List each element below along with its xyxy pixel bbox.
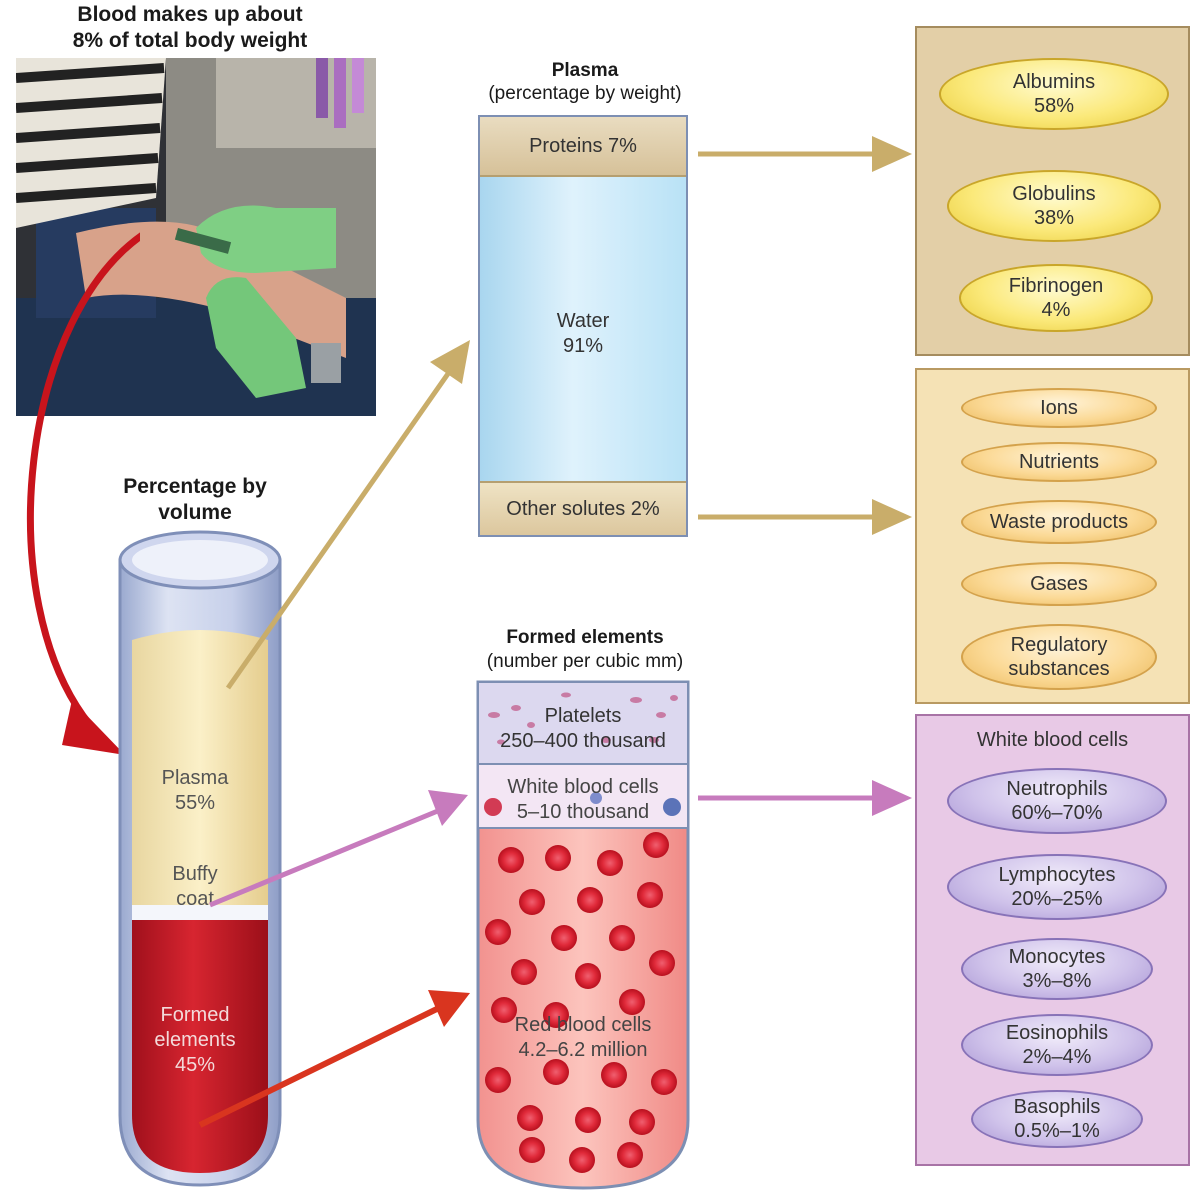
proteins-panel: Albumins 58% Globulins 38% Fibrinogen 4% bbox=[915, 26, 1190, 356]
gases-label: Gases bbox=[1030, 573, 1088, 595]
wbc-label: White blood cells 5–10 thousand bbox=[476, 775, 690, 825]
tube-formed-label: Formed elements 45% bbox=[125, 1003, 265, 1078]
glove-lower bbox=[206, 277, 306, 398]
monocytes-pct: 3%–8% bbox=[1022, 970, 1092, 992]
fibrinogen-pct: 4% bbox=[1041, 299, 1071, 321]
test-tube bbox=[118, 530, 282, 1187]
eosinophils-ellipse: Eosinophils 2%–4% bbox=[961, 1014, 1153, 1076]
monocytes-ellipse: Monocytes 3%–8% bbox=[961, 938, 1153, 1000]
neutrophils-name: Neutrophils bbox=[1006, 778, 1108, 800]
nutrients-ellipse: Nutrients bbox=[961, 442, 1157, 482]
ions-ellipse: Ions bbox=[961, 388, 1157, 428]
glove-upper bbox=[196, 205, 336, 273]
globulins-ellipse: Globulins 38% bbox=[947, 170, 1161, 242]
wbc-count: 5–10 thousand bbox=[516, 801, 650, 823]
fibrinogen-ellipse: Fibrinogen 4% bbox=[959, 264, 1153, 332]
wbc-cell bbox=[484, 798, 502, 816]
wbc-cell bbox=[663, 798, 681, 816]
proteins-label: Proteins 7% bbox=[529, 134, 637, 157]
albumins-ellipse: Albumins 58% bbox=[939, 58, 1169, 130]
striped-sleeve bbox=[16, 58, 166, 228]
lymphocytes-ellipse: Lymphocytes 20%–25% bbox=[947, 854, 1167, 920]
rbc-count: 4.2–6.2 million bbox=[518, 1039, 648, 1061]
water-label: Water 91% bbox=[480, 309, 686, 359]
formed-box-header: Formed elements (number per cubic mm) bbox=[440, 626, 730, 674]
tube-plasma-pct: 55% bbox=[174, 792, 216, 814]
eosinophils-name: Eosinophils bbox=[1005, 1022, 1109, 1044]
formed-box-subtitle: (number per cubic mm) bbox=[486, 651, 684, 672]
ions-label: Ions bbox=[1040, 397, 1078, 419]
neutrophils-pct: 60%–70% bbox=[1011, 802, 1103, 824]
formed-box-title: Formed elements bbox=[506, 627, 664, 648]
volume-title-line-1: Percentage by bbox=[123, 475, 267, 498]
other-solutes-label: Other solutes 2% bbox=[506, 497, 660, 520]
wbc-panel: White blood cells Neutrophils 60%–70% Ly… bbox=[915, 714, 1190, 1166]
gases-ellipse: Gases bbox=[961, 562, 1157, 606]
regulatory-line1: Regulatory bbox=[1010, 634, 1108, 656]
eosinophils-pct: 2%–4% bbox=[1022, 1046, 1092, 1068]
solutes-panel: Ions Nutrients Waste products Gases Regu… bbox=[915, 368, 1190, 704]
volume-title: Percentage by volume bbox=[90, 474, 300, 526]
platelets-count: 250–400 thousand bbox=[500, 730, 666, 752]
lymphocytes-pct: 20%–25% bbox=[1011, 888, 1103, 910]
tube-plasma-label: Plasma 55% bbox=[125, 766, 265, 816]
plasma-box-header: Plasma (percentage by weight) bbox=[440, 60, 730, 106]
albumins-pct: 58% bbox=[1033, 95, 1075, 117]
platelets-label: Platelets 250–400 thousand bbox=[476, 704, 690, 754]
platelets-name: Platelets bbox=[544, 705, 622, 727]
plasma-box-title: Plasma bbox=[551, 60, 619, 81]
waste-products-label: Waste products bbox=[989, 511, 1129, 533]
blood-weight-caption: Blood makes up about 8% of total body we… bbox=[40, 2, 340, 54]
tube-formed-pct: 45% bbox=[174, 1054, 216, 1076]
red-blood-cells bbox=[485, 832, 677, 1173]
platelet-specks bbox=[488, 692, 678, 745]
basophils-pct: 0.5%–1% bbox=[1014, 1120, 1100, 1142]
caption-line-2: 8% of total body weight bbox=[72, 29, 308, 52]
water-pct: 91% bbox=[562, 335, 604, 357]
volume-title-line-2: volume bbox=[158, 501, 232, 524]
wbc-name: White blood cells bbox=[507, 776, 659, 798]
tube-formed-line1: Formed bbox=[160, 1004, 230, 1026]
formed-elements-box bbox=[476, 680, 690, 1190]
albumins-name: Albumins bbox=[1012, 71, 1096, 93]
watch bbox=[311, 343, 341, 383]
neutrophils-ellipse: Neutrophils 60%–70% bbox=[947, 768, 1167, 834]
tube-buffy-label: Buffy coat bbox=[125, 862, 265, 912]
basophils-ellipse: Basophils 0.5%–1% bbox=[971, 1090, 1143, 1148]
globulins-pct: 38% bbox=[1033, 207, 1075, 229]
wbc-panel-title: White blood cells bbox=[976, 729, 1129, 751]
photo-to-tube-arrow bbox=[26, 232, 140, 755]
plasma-box-subtitle: (percentage by weight) bbox=[488, 83, 682, 104]
globulins-name: Globulins bbox=[1012, 183, 1096, 205]
tube-buffy-line1: Buffy bbox=[172, 863, 218, 885]
wbc-cell bbox=[590, 792, 602, 804]
basophils-name: Basophils bbox=[1013, 1096, 1101, 1118]
proteins-band: Proteins 7% bbox=[480, 117, 686, 177]
caption-line-1: Blood makes up about bbox=[77, 3, 303, 26]
regulatory-substances-ellipse: Regulatory substances bbox=[961, 624, 1157, 690]
tube-buffy-line2: coat bbox=[176, 888, 214, 910]
water-name: Water bbox=[556, 310, 610, 332]
plasma-composition-box: Proteins 7% Water 91% Other solutes 2% bbox=[478, 115, 688, 537]
tube-plasma-name: Plasma bbox=[161, 767, 229, 789]
arrowhead bbox=[430, 340, 470, 384]
fibrinogen-name: Fibrinogen bbox=[1008, 275, 1104, 297]
waste-products-ellipse: Waste products bbox=[961, 500, 1157, 544]
regulatory-line2: substances bbox=[1008, 658, 1110, 680]
rbc-label: Red blood cells 4.2–6.2 million bbox=[476, 1013, 690, 1063]
nutrients-label: Nutrients bbox=[1018, 451, 1100, 473]
lymphocytes-name: Lymphocytes bbox=[998, 864, 1116, 886]
tube-formed-line2: elements bbox=[154, 1029, 236, 1051]
other-solutes-band: Other solutes 2% bbox=[480, 481, 686, 535]
rbc-name: Red blood cells bbox=[514, 1014, 652, 1036]
monocytes-name: Monocytes bbox=[1008, 946, 1106, 968]
